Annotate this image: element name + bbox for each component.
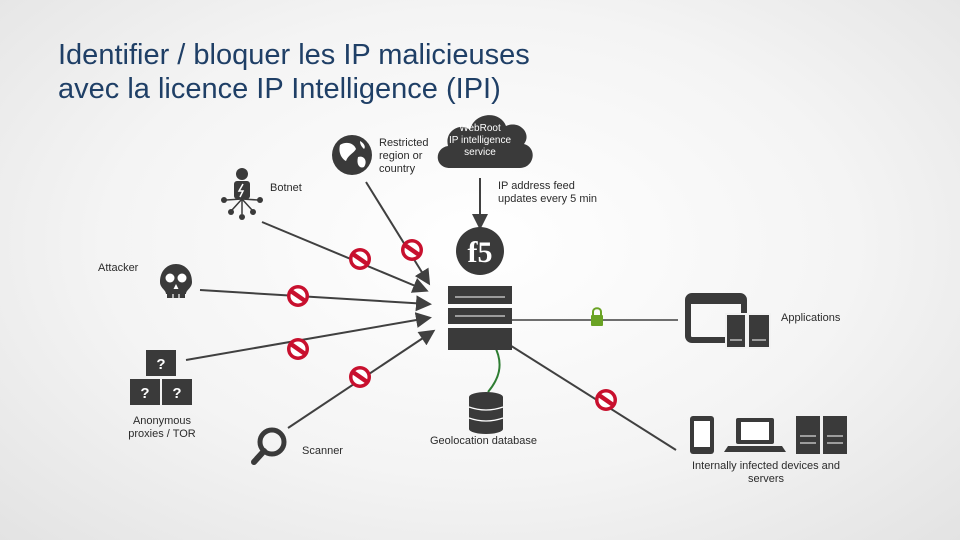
label-internal-devices: Internally infected devices and servers [680, 460, 852, 486]
title-line-1: Identifier / bloquer les IP malicieuses [58, 39, 530, 71]
block-icon-anonymous [287, 338, 309, 360]
label-geolocation: Geolocation database [430, 435, 538, 447]
database-icon [468, 392, 504, 434]
applications-icon [685, 293, 771, 349]
question-mark-left: ? [140, 385, 149, 402]
block-icon-internal [595, 389, 617, 411]
label-scanner: Scanner [302, 445, 343, 457]
proxy-question-marks: ? ? ? [140, 356, 181, 402]
title-line-2: avec la licence IP Intelligence (IPI) [58, 73, 501, 105]
label-ip-feed-line-2: updates every 5 min [498, 193, 598, 205]
block-icon-scanner [349, 366, 371, 388]
label-ip-feed: IP address feed updates every 5 min [498, 180, 597, 206]
block-icon-botnet [349, 248, 371, 270]
label-webroot-line-1: WebRoot [459, 123, 501, 134]
laptop-icon [724, 418, 786, 452]
f5-logo: f5 [456, 227, 504, 275]
line-restricted [365, 181, 431, 286]
appliance-icon [448, 286, 512, 350]
label-anonymous-line-1: Anonymous [132, 415, 192, 427]
page-title: Identifier / bloquer les IP malicieuses … [58, 38, 530, 106]
label-ip-feed-line-1: IP address feed [498, 180, 575, 192]
label-webroot-line-3: service [464, 147, 496, 158]
server-icon [796, 416, 847, 454]
line-botnet [261, 221, 429, 293]
magnifier-icon [251, 427, 287, 465]
line-anonymous [185, 312, 432, 361]
block-icon-restricted [401, 239, 423, 261]
label-attacker: Attacker [98, 262, 139, 274]
label-botnet: Botnet [270, 182, 302, 194]
question-mark-top: ? [156, 356, 165, 373]
label-applications: Applications [781, 312, 841, 324]
botnet-icon [221, 168, 263, 220]
f5-logo-text: f5 [468, 236, 493, 269]
phone-icon [690, 416, 714, 454]
line-attacker [199, 289, 432, 312]
lock-icon [591, 307, 603, 326]
label-anonymous-line-2: proxies / TOR [128, 428, 196, 440]
question-mark-right: ? [172, 385, 181, 402]
label-restricted-line-2: region or [379, 150, 423, 162]
label-webroot: WebRoot IP intelligence service [440, 123, 520, 159]
label-restricted-region: Restricted region or country [379, 137, 429, 176]
label-internal-line-2: servers [747, 473, 785, 485]
label-restricted-line-3: country [379, 163, 416, 175]
line-geolocation [487, 344, 501, 393]
skull-icon [160, 264, 192, 298]
block-icons [287, 239, 617, 411]
label-webroot-line-2: IP intelligence [448, 135, 512, 146]
label-anonymous-proxies: Anonymous proxies / TOR [120, 415, 204, 441]
proxy-boxes-icon [130, 350, 192, 405]
block-icon-attacker [287, 285, 309, 307]
line-internal [485, 329, 677, 451]
label-internal-line-1: Internally infected devices and [692, 460, 840, 472]
globe-icon [332, 135, 372, 175]
label-restricted-line-1: Restricted [379, 137, 429, 149]
cloud-icon [437, 115, 533, 168]
